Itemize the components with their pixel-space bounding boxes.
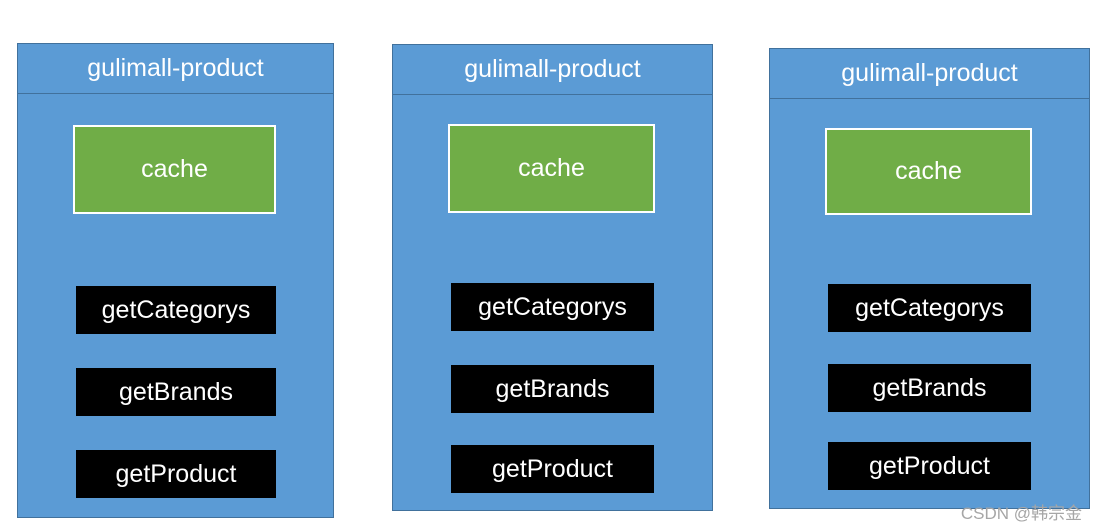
service-box-1: gulimall-product cache getCategorys getB…	[17, 43, 334, 518]
watermark-text: CSDN @韩宗金	[960, 504, 1082, 523]
method-get-categorys: getCategorys	[451, 283, 654, 331]
method-get-brands: getBrands	[76, 368, 276, 416]
cache-box: cache	[825, 128, 1032, 215]
method-get-brands: getBrands	[451, 365, 654, 413]
service-title: gulimall-product	[18, 44, 333, 94]
method-get-product: getProduct	[451, 445, 654, 493]
method-get-categorys: getCategorys	[828, 284, 1031, 332]
method-get-brands: getBrands	[828, 364, 1031, 412]
service-box-2: gulimall-product cache getCategorys getB…	[392, 44, 713, 511]
service-title: gulimall-product	[770, 49, 1089, 99]
cache-box: cache	[448, 124, 655, 213]
cache-box: cache	[73, 125, 276, 214]
service-title: gulimall-product	[393, 45, 712, 95]
method-get-product: getProduct	[828, 442, 1031, 490]
method-get-product: getProduct	[76, 450, 276, 498]
method-get-categorys: getCategorys	[76, 286, 276, 334]
service-box-3: gulimall-product cache getCategorys getB…	[769, 48, 1090, 509]
